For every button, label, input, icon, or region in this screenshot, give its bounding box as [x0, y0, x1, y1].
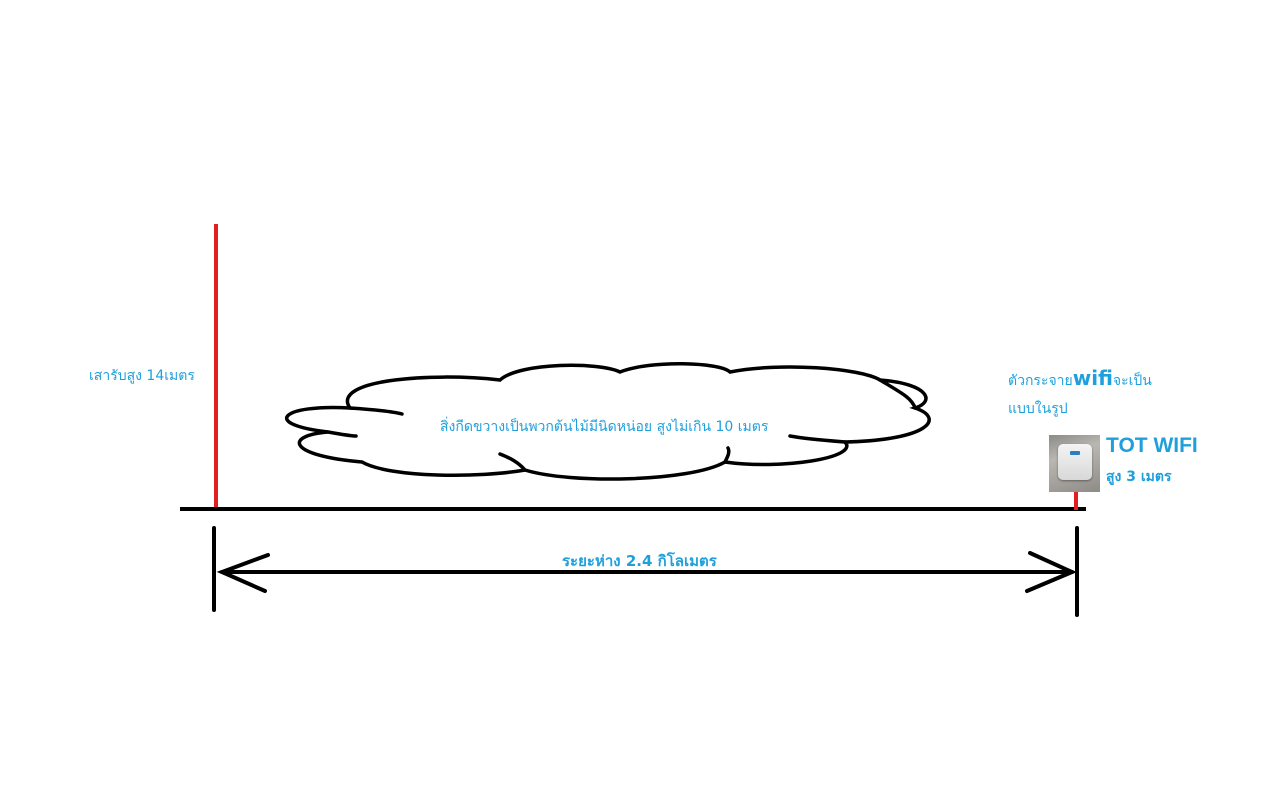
obstacle-label: สิ่งกีดขวางเป็นพวกต้นไม้มีนิดหน่อย สูงไม… [440, 419, 769, 435]
distance-prefix: ระยะห่าง [562, 552, 626, 570]
wifi-note-wifi: wifi [1072, 366, 1113, 390]
device-body [1058, 444, 1092, 480]
device-height-label: สูง 3 เมตร [1106, 469, 1172, 485]
wifi-note-line2: แบบในรูป [1008, 401, 1068, 417]
wifi-note-part1: ตัวกระจาย [1008, 373, 1073, 389]
wifi-note-part3: จะเป็น [1112, 373, 1152, 389]
distance-value: 2.4 [625, 552, 653, 570]
wifi-access-point-photo-icon [1049, 435, 1100, 492]
obstacle-cloud [285, 362, 931, 481]
distance-unit: กิโลเมตร [652, 552, 717, 570]
device-title: TOT WIFI [1106, 434, 1198, 457]
device-logo-icon [1070, 451, 1080, 455]
pole-height-label: เสารับสูง 14เมตร [89, 368, 195, 384]
wifi-device-note: ตัวกระจายwifiจะเป็น แบบในรูป [1008, 364, 1152, 423]
distance-label: ระยะห่าง 2.4 กิโลเมตร [562, 549, 717, 573]
distance-arrow [212, 526, 1079, 617]
